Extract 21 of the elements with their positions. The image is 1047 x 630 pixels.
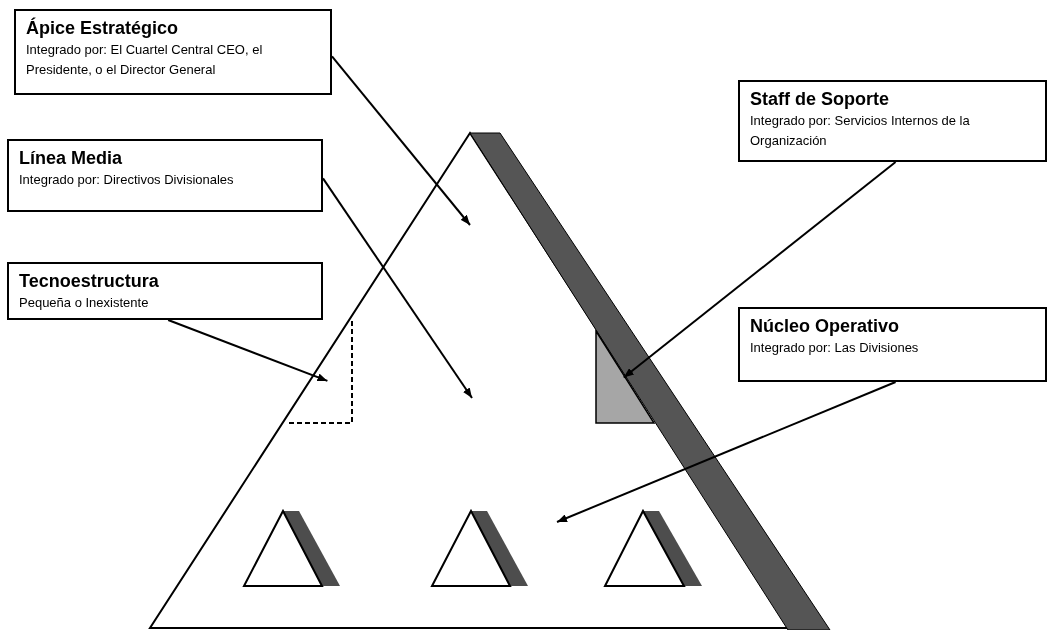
callout-text: Pequeña o Inexistente bbox=[19, 294, 150, 312]
callout-box bbox=[7, 139, 323, 212]
callout-text: Integrado por: Las Divisiones bbox=[750, 339, 920, 357]
arrow bbox=[322, 177, 473, 399]
callout-text: Integrado por: El Cuartel Central CEO, el Presidente, o el Director General bbox=[26, 41, 264, 79]
callout-title: Núcleo Operativo bbox=[750, 315, 901, 338]
callout-box bbox=[7, 262, 323, 320]
callout-title: Tecnoestructura bbox=[19, 270, 160, 293]
callout-text: Integrado por: Servicios Internos de la Organización bbox=[750, 112, 971, 150]
callout-box bbox=[738, 307, 1047, 382]
callout-title: Staff de Soporte bbox=[750, 88, 890, 111]
arrow bbox=[167, 319, 329, 382]
arrow bbox=[331, 55, 471, 226]
arrow bbox=[556, 381, 897, 523]
callout-title: Ápice Estratégico bbox=[26, 16, 180, 40]
callout-box bbox=[738, 80, 1047, 162]
callout-title: Línea Media bbox=[19, 147, 124, 170]
shaded-region bbox=[594, 330, 656, 425]
callout-box bbox=[14, 9, 332, 95]
arrow bbox=[622, 161, 897, 379]
callout-text: Integrado por: Directivos Divisionales bbox=[19, 171, 235, 189]
